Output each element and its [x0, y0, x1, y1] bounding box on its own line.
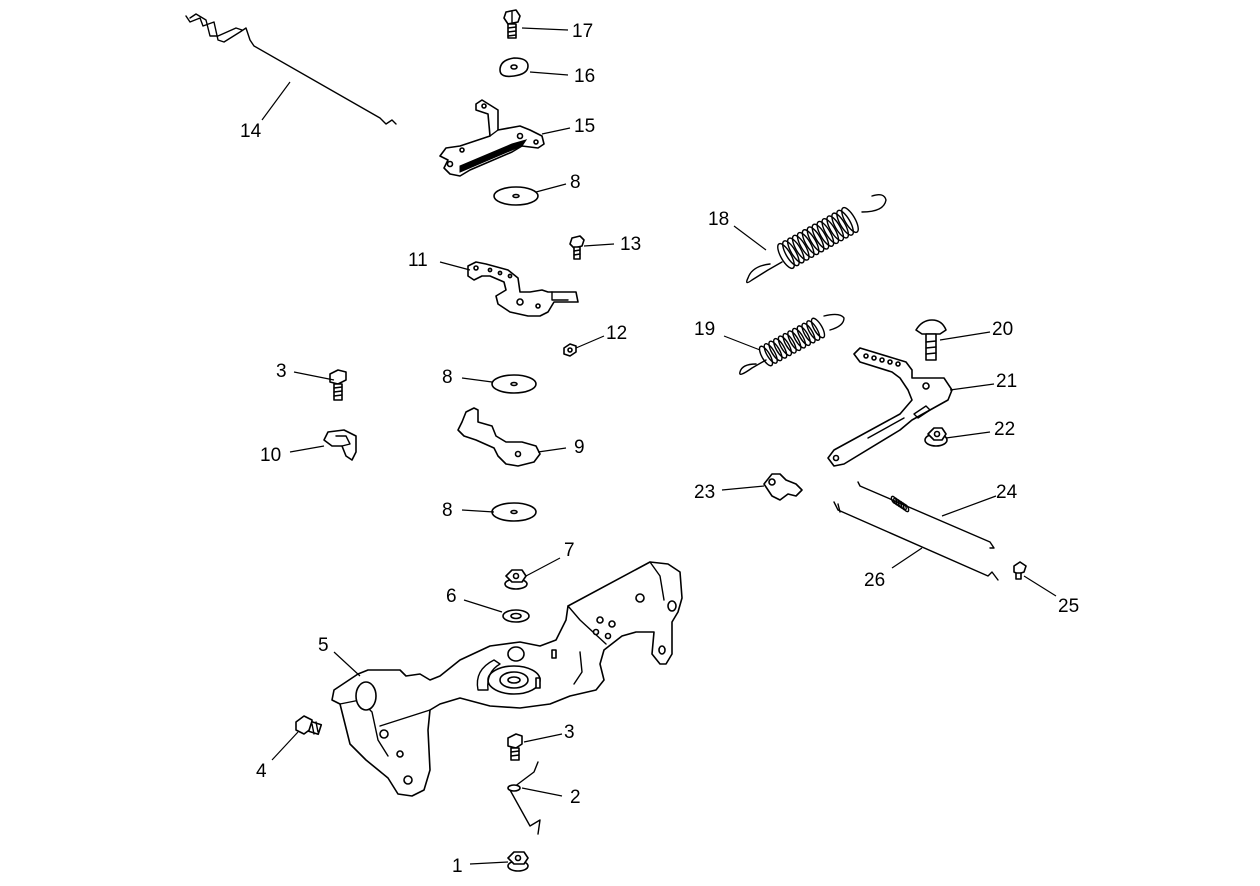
- callout-6: 6: [446, 586, 457, 607]
- callout-1: 1: [452, 856, 463, 877]
- callout-17: 17: [572, 21, 593, 42]
- spring-coil: [781, 240, 800, 267]
- part-4-shoulder-bolt: [295, 715, 323, 736]
- callout-3-lower: 3: [564, 722, 575, 743]
- spring-coil: [902, 503, 910, 513]
- part-2-spring-clip: [507, 761, 541, 835]
- spring-coil: [811, 223, 830, 250]
- spring-coil: [810, 317, 826, 339]
- callout-7: 7: [564, 540, 575, 561]
- callout-4: 4: [256, 761, 267, 782]
- part-17-bolt: [503, 9, 521, 39]
- callout-14: 14: [240, 121, 262, 142]
- leader-lines: [261, 27, 1057, 865]
- part-14-link-rod: [185, 13, 397, 125]
- spring-coil: [841, 206, 859, 234]
- part-10-cable-clamp: [323, 429, 357, 461]
- part-3-bolt-lower: [507, 733, 523, 761]
- callout-8-top: 8: [570, 172, 581, 193]
- part-26-link-rod: [833, 501, 999, 581]
- callout-25: 25: [1058, 596, 1079, 617]
- spring-coil: [768, 340, 783, 362]
- part-25-screw: [1013, 561, 1027, 580]
- callout-18: 18: [708, 209, 729, 230]
- part-5-control-bracket: [331, 561, 683, 797]
- part-13-screw: [569, 235, 585, 260]
- part-18-large-spring: [745, 193, 887, 284]
- callout-8-lower: 8: [442, 500, 453, 521]
- spring-coil: [787, 330, 802, 352]
- part-9-lever-plate: [457, 407, 541, 467]
- part-23-cable-clip: [763, 473, 803, 501]
- callout-3-upper: 3: [276, 361, 287, 382]
- spring-coil: [801, 229, 820, 256]
- spring-coil: [836, 209, 855, 236]
- callout-12: 12: [606, 323, 627, 344]
- spring-coil: [831, 212, 850, 239]
- callout-15: 15: [574, 116, 595, 137]
- spring-coil: [806, 226, 825, 253]
- callout-11: 11: [408, 250, 428, 271]
- spring-coil: [758, 345, 774, 367]
- callout-23: 23: [694, 482, 715, 503]
- callout-9: 9: [574, 437, 585, 458]
- part-21-control-arm: [827, 347, 953, 467]
- spring-coil: [782, 332, 797, 354]
- callout-labels: 1 2 3 3 4 5 6 7 8 8 8 9 10 11 12 13 14 1…: [240, 21, 1079, 877]
- callout-20: 20: [992, 319, 1013, 340]
- callout-5: 5: [318, 635, 329, 656]
- part-11-control-lever: [467, 261, 579, 317]
- callout-10: 10: [260, 445, 281, 466]
- callout-8-middle: 8: [442, 367, 453, 388]
- spring-coil: [806, 320, 821, 341]
- part-1-nut: [507, 851, 529, 872]
- callout-16: 16: [574, 66, 595, 87]
- part-20-carriage-bolt: [915, 319, 947, 361]
- spring-coil: [763, 343, 778, 364]
- part-24-spring-rod: [857, 481, 995, 549]
- spring-coil: [796, 231, 815, 259]
- part-3-bolt-upper: [329, 369, 347, 401]
- part-6-washer: [502, 609, 530, 623]
- part-15-lever-bracket: [439, 99, 545, 177]
- part-8-washer-top: [493, 186, 539, 206]
- part-8-washer-lower: [491, 502, 537, 522]
- spring-coil: [777, 335, 793, 357]
- callout-19: 19: [694, 319, 715, 340]
- part-22-flange-nut: [924, 427, 948, 447]
- spring-coil: [791, 327, 807, 349]
- callout-24: 24: [996, 482, 1018, 503]
- part-19-small-spring: [739, 313, 845, 375]
- spring-coil: [791, 234, 810, 261]
- callout-26: 26: [864, 570, 885, 591]
- callout-2: 2: [570, 787, 581, 808]
- spring-coil: [772, 337, 788, 359]
- spring-coil: [801, 322, 816, 344]
- callout-21: 21: [996, 371, 1017, 392]
- callout-22: 22: [994, 419, 1015, 440]
- part-12-nut: [563, 343, 577, 357]
- spring-coil: [826, 215, 845, 242]
- part-16-washer: [499, 57, 529, 78]
- spring-coil: [821, 217, 840, 245]
- spring-coil: [786, 237, 805, 264]
- spring-coil: [816, 220, 835, 247]
- part-7-flange-nut: [504, 569, 528, 590]
- spring-coil: [796, 325, 812, 347]
- spring-coil: [777, 242, 795, 270]
- callout-13: 13: [620, 234, 641, 255]
- part-8-washer-middle: [491, 374, 537, 394]
